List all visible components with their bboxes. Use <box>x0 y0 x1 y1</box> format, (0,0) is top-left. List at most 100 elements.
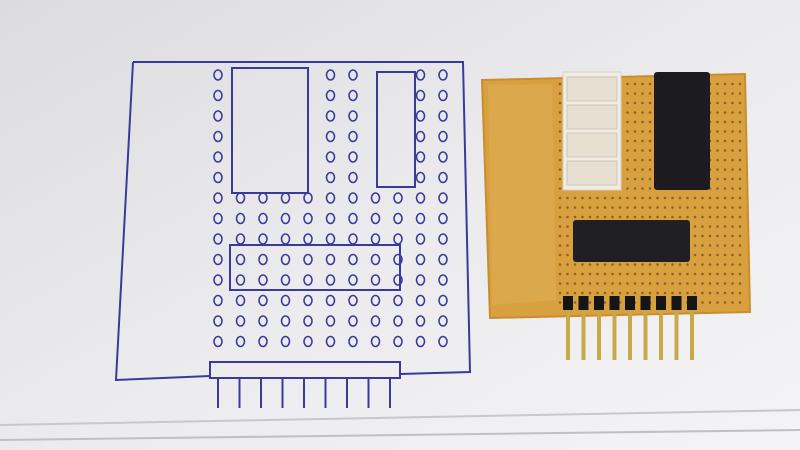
sketch-hole <box>325 212 336 225</box>
board-hole <box>558 253 562 257</box>
sketch-hole <box>213 294 223 307</box>
header-pin-spacer <box>640 296 651 310</box>
sketch-hole <box>325 335 336 348</box>
board-hole <box>566 244 569 247</box>
board-hole <box>731 168 734 171</box>
board-hole <box>716 291 719 295</box>
board-hole <box>731 101 734 105</box>
sketch-led-bar <box>231 67 309 194</box>
sketch-hole <box>235 253 246 266</box>
board-hole <box>611 282 614 285</box>
sketch-hole <box>348 294 358 307</box>
sketch-hole <box>393 294 403 307</box>
led-segment <box>566 104 618 130</box>
board-hole <box>738 282 742 285</box>
board-hole <box>603 291 607 295</box>
sketch-hole <box>213 130 223 143</box>
board-hole <box>596 196 599 200</box>
sketch-hole <box>213 315 223 327</box>
board-hole <box>716 215 719 219</box>
board-hole <box>588 291 592 295</box>
board-hole <box>558 196 562 200</box>
sketch-hole <box>370 192 381 204</box>
board-hole <box>723 234 727 238</box>
board-hole <box>693 206 697 209</box>
sketch-hole <box>325 315 336 327</box>
board-hole <box>701 282 704 285</box>
board-hole <box>701 225 704 228</box>
board-hole <box>641 187 644 190</box>
board-hole <box>738 215 742 219</box>
board-hole <box>656 272 659 276</box>
board-hole <box>596 206 599 209</box>
board-hole <box>558 215 562 219</box>
sketch-hole <box>303 335 313 348</box>
board-hole <box>723 101 727 105</box>
board-hole <box>618 263 622 266</box>
board-hole <box>633 187 637 190</box>
sketch-hole <box>213 110 223 122</box>
board-hole <box>731 234 734 238</box>
board-hole <box>731 158 734 162</box>
board-hole <box>626 196 629 200</box>
board-hole <box>693 263 697 266</box>
board-hole <box>716 158 719 162</box>
sketch-hole <box>415 69 426 81</box>
board-hole <box>648 263 652 266</box>
board-hole <box>663 263 667 266</box>
board-hole <box>648 92 652 95</box>
sketch-hole <box>258 274 268 286</box>
sketch-hole <box>415 315 426 327</box>
sketch-hole <box>303 192 313 204</box>
board-hole <box>648 291 652 295</box>
board-hole <box>626 120 629 124</box>
board-hole <box>648 282 652 285</box>
board-hole <box>611 196 614 200</box>
sketch-hole <box>370 335 381 348</box>
board-hole <box>558 225 562 228</box>
board-hole <box>738 92 742 95</box>
board-hole <box>633 263 637 266</box>
sketch-ic-small <box>376 71 416 188</box>
board-hole <box>708 263 712 266</box>
board-hole <box>581 206 584 209</box>
board-hole <box>671 196 674 200</box>
board-hole <box>678 263 682 266</box>
board-hole <box>648 206 652 209</box>
board-hole <box>558 168 562 171</box>
board-hole <box>648 177 652 181</box>
board-hole <box>678 282 682 285</box>
sketch-hole <box>325 110 336 122</box>
board-hole <box>633 272 637 276</box>
board-hole <box>603 263 607 266</box>
sketch-hole <box>393 233 403 245</box>
board-hole <box>738 206 742 209</box>
sketch-hole <box>235 192 246 204</box>
board-hole <box>671 215 674 219</box>
board-hole <box>633 291 637 295</box>
sketch-hole <box>348 335 358 348</box>
board-hole <box>671 263 674 266</box>
paper-edge <box>0 429 800 441</box>
board-hole <box>558 139 562 143</box>
sketch-hole <box>348 253 358 266</box>
board-hole <box>648 215 652 219</box>
board-hole <box>648 130 652 133</box>
board-hole <box>611 215 614 219</box>
board-hole <box>633 139 637 143</box>
board-hole <box>603 272 607 276</box>
sketch-hole <box>348 274 358 286</box>
sketch-hole <box>213 89 223 102</box>
board-hole <box>633 158 637 162</box>
board-hole <box>573 301 577 304</box>
board-hole <box>558 130 562 133</box>
board-hole <box>588 301 592 304</box>
board-hole <box>723 206 727 209</box>
board-hole <box>723 177 727 181</box>
header-pin <box>643 298 648 360</box>
board-hole <box>723 282 727 285</box>
board-hole <box>626 168 629 171</box>
board-hole <box>641 206 644 209</box>
board-hole <box>671 206 674 209</box>
board-hole <box>716 139 719 143</box>
